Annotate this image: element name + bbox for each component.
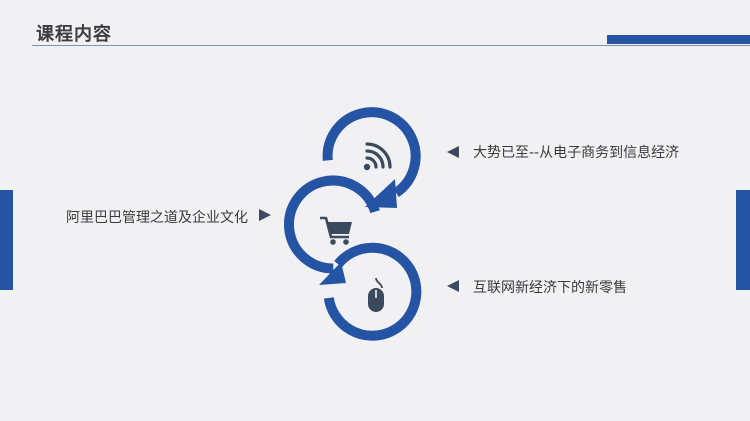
pointer-triangle-1 [447,146,459,158]
item-label-3: 互联网新经济下的新零售 [473,280,627,296]
wifi-signal-icon [363,142,392,171]
middle-ring-arc [284,175,380,274]
pointer-triangle-3 [447,280,459,292]
title-rule [32,45,750,46]
top-ring-arc [322,107,421,197]
middle-ring-arrowhead [319,262,346,285]
pointer-triangle-2 [259,209,271,221]
shopping-cart-icon [320,216,352,245]
right-accent-bar [736,190,750,290]
slide-title: 课程内容 [36,24,112,45]
item-label-1: 大势已至--从电子商务到信息经济 [473,145,680,161]
item-label-2: 阿里巴巴管理之道及企业文化 [66,210,248,226]
title-accent-bar [607,35,750,44]
computer-mouse-icon [368,277,384,312]
bottom-ring-arc [323,242,422,341]
left-accent-bar [0,190,13,290]
